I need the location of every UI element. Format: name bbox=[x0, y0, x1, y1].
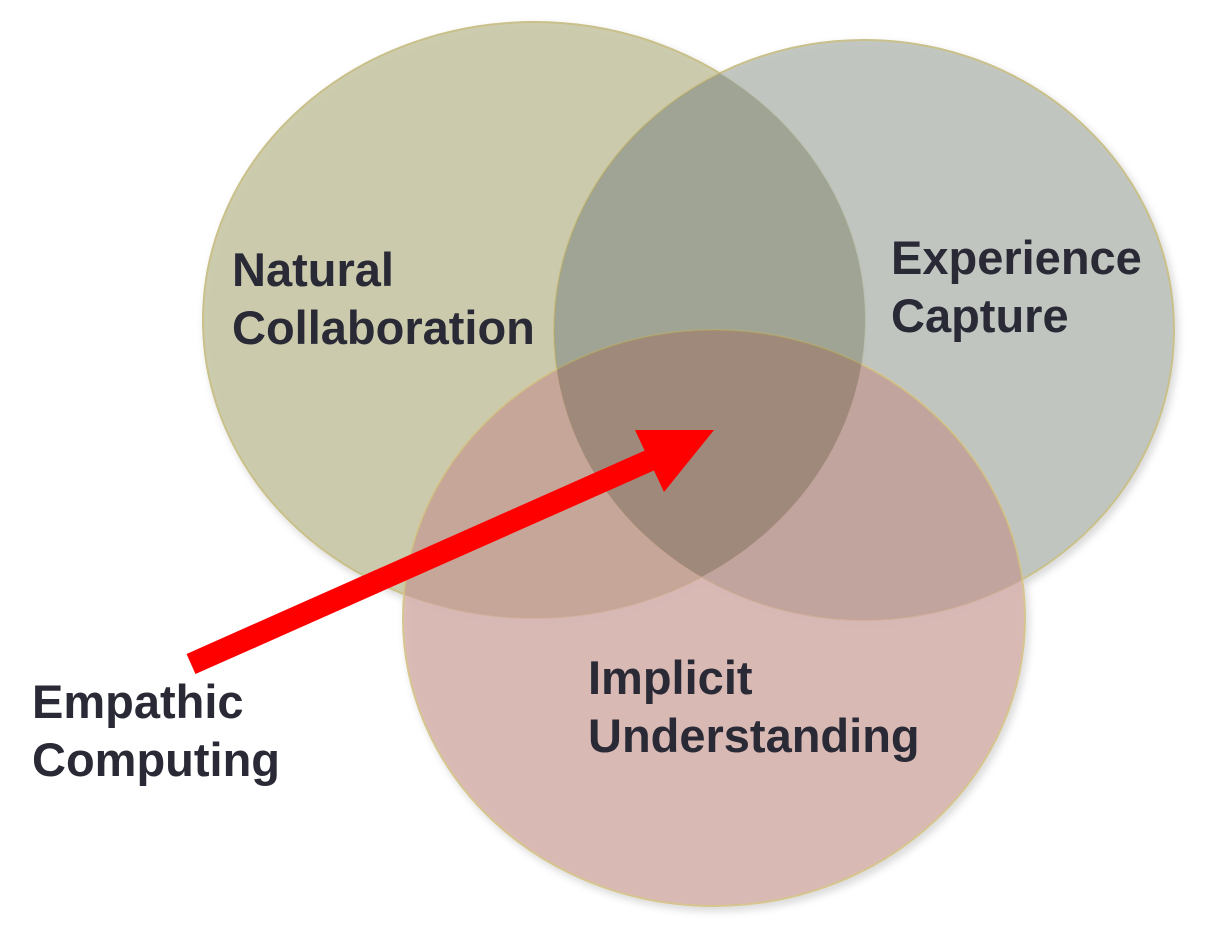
implicit-understanding-line-2: Understanding bbox=[588, 709, 920, 762]
empathic-computing-label: Empathic Computing bbox=[32, 675, 280, 786]
overlap-tint-ab bbox=[554, 40, 865, 618]
experience-capture-label: Experience Capture bbox=[891, 231, 1155, 342]
experience-capture-line-1: Experience bbox=[891, 231, 1142, 284]
natural-collaboration-line-2: Collaboration bbox=[232, 301, 535, 354]
natural-collaboration-label: Natural Collaboration bbox=[232, 243, 535, 354]
natural-collaboration-line-1: Natural bbox=[232, 243, 394, 296]
arrow-head bbox=[635, 430, 714, 492]
empathic-computing-line-2: Computing bbox=[32, 733, 280, 786]
experience-capture-line-2: Capture bbox=[891, 289, 1069, 342]
empathic-computing-line-1: Empathic bbox=[32, 675, 244, 728]
implicit-understanding-line-1: Implicit bbox=[588, 651, 753, 704]
implicit-understanding-circle bbox=[402, 329, 1026, 907]
pointer-arrow bbox=[186, 430, 714, 675]
arrow-shaft bbox=[186, 447, 660, 675]
overlap-tint-ac bbox=[403, 330, 865, 618]
implicit-understanding-label: Implicit Understanding bbox=[588, 651, 920, 762]
